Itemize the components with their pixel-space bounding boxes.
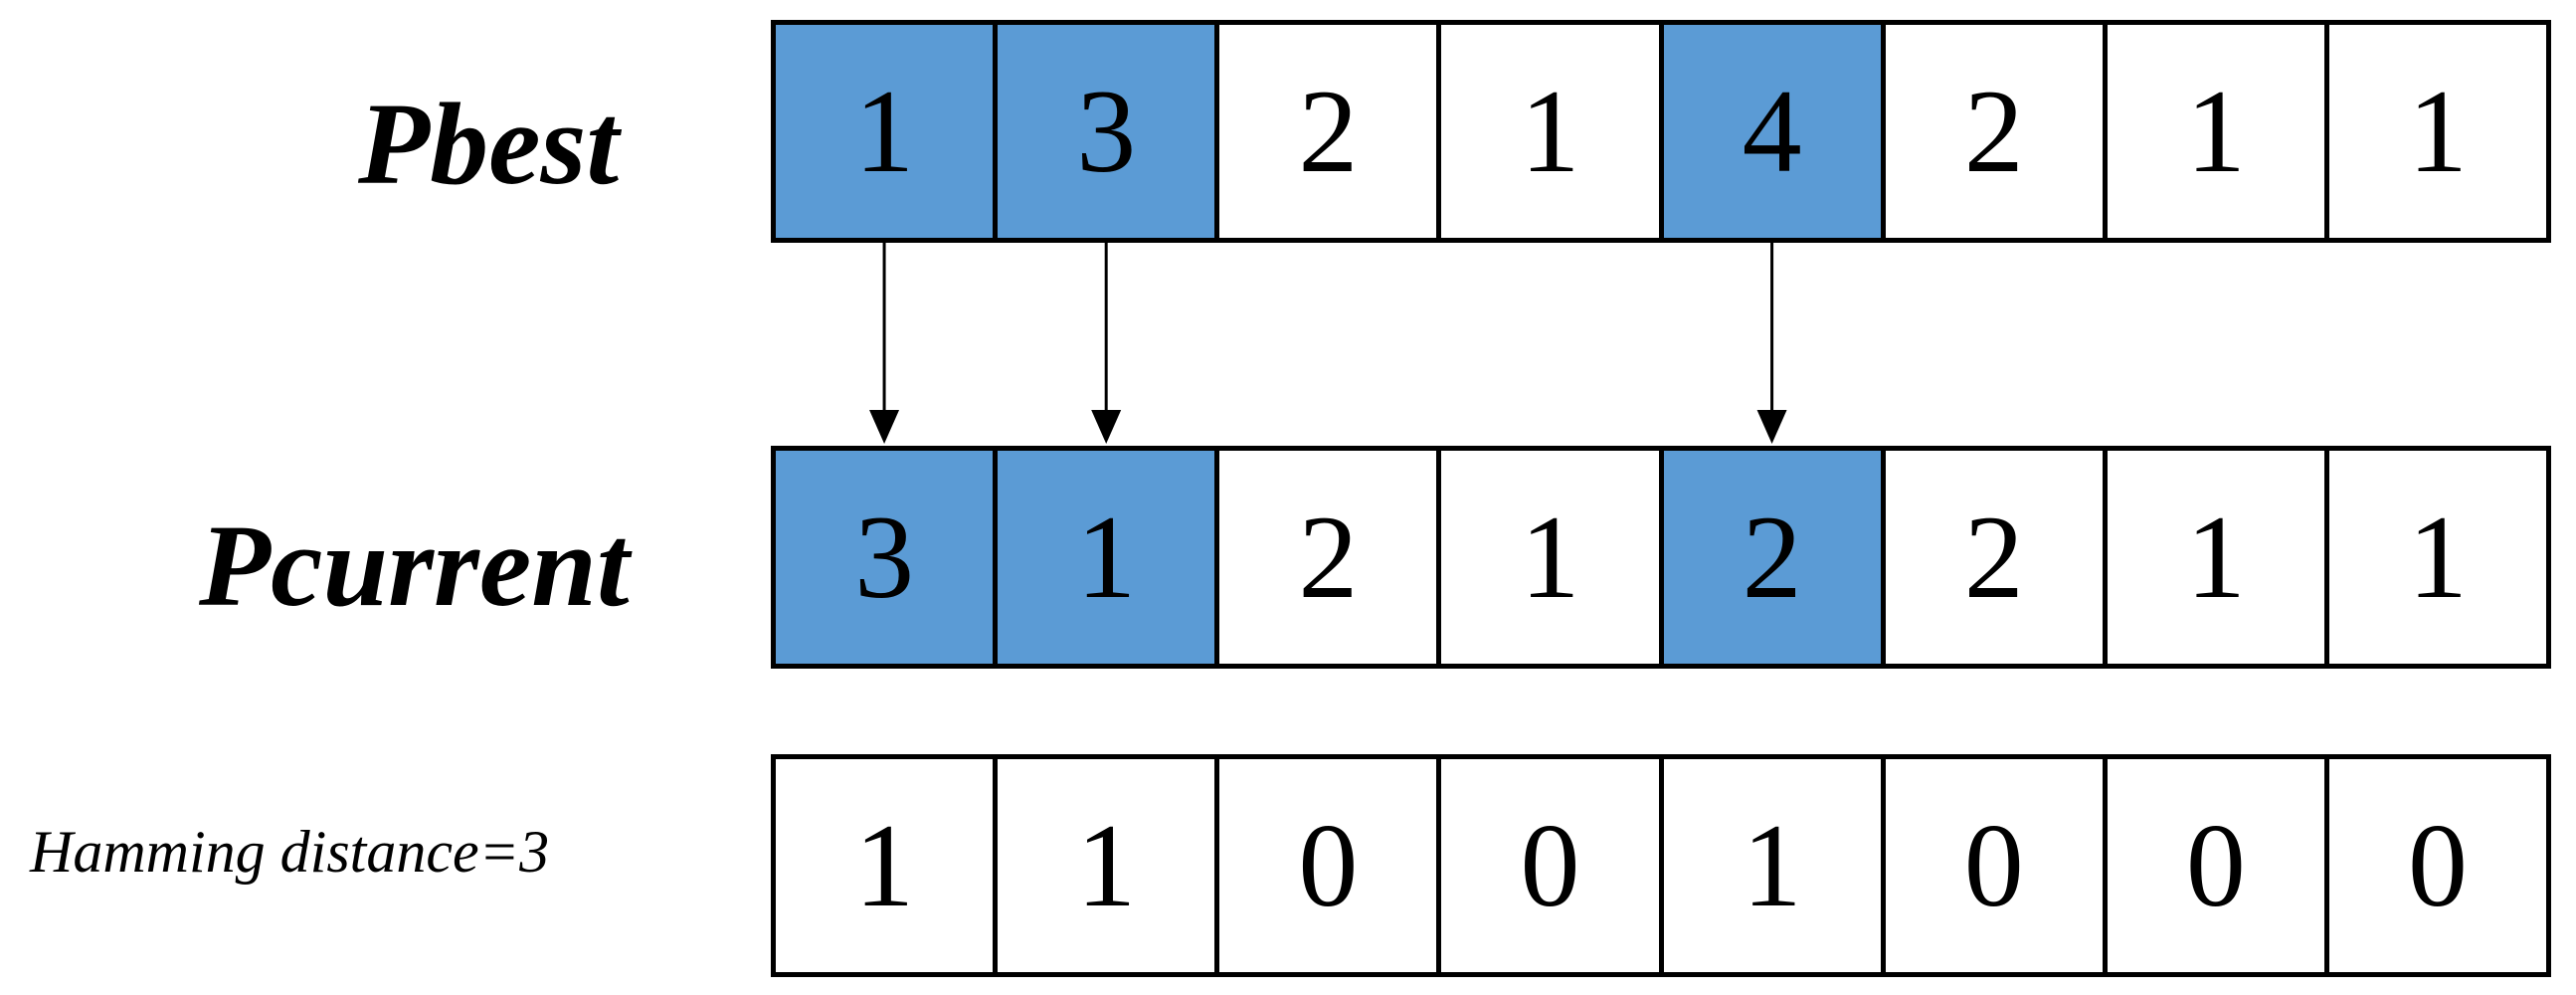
pbest-row: 1 3 2 1 4 2 1 1 — [771, 20, 2551, 243]
hamming-cell-2: 1 — [993, 754, 1220, 977]
hamming-cell-7: 0 — [2102, 754, 2329, 977]
pcurrent-label: Pcurrent — [199, 500, 630, 631]
hamming-cell-6: 0 — [1880, 754, 2108, 977]
pcurrent-cell-5: 2 — [1658, 446, 1886, 669]
pbest-cell-7: 1 — [2102, 20, 2329, 243]
hamming-row: 1 1 0 0 1 0 0 0 — [771, 754, 2551, 977]
pcurrent-cell-8: 1 — [2323, 446, 2551, 669]
pcurrent-cell-3: 2 — [1214, 446, 1442, 669]
hamming-cell-1: 1 — [771, 754, 999, 977]
hamming-cell-8: 0 — [2323, 754, 2551, 977]
hamming-cell-3: 0 — [1214, 754, 1442, 977]
arrowhead-icon-1 — [869, 410, 900, 444]
pbest-cell-6: 2 — [1880, 20, 2108, 243]
arrowhead-icon-2 — [1091, 410, 1122, 444]
pbest-cell-4: 1 — [1436, 20, 1664, 243]
pcurrent-cell-6: 2 — [1880, 446, 2108, 669]
hamming-cell-4: 0 — [1436, 754, 1664, 977]
pcurrent-cell-1: 3 — [771, 446, 999, 669]
pbest-cell-3: 2 — [1214, 20, 1442, 243]
pcurrent-cell-2: 1 — [993, 446, 1220, 669]
pbest-label: Pbest — [358, 79, 620, 209]
pcurrent-cell-7: 1 — [2102, 446, 2329, 669]
pbest-cell-2: 3 — [993, 20, 1220, 243]
pbest-cell-1: 1 — [771, 20, 999, 243]
arrowhead-icon-5 — [1756, 410, 1787, 444]
pcurrent-row: 3 1 2 1 2 2 1 1 — [771, 446, 2551, 669]
pbest-cell-8: 1 — [2323, 20, 2551, 243]
pbest-cell-5: 4 — [1658, 20, 1886, 243]
pcurrent-cell-4: 1 — [1436, 446, 1664, 669]
hamming-cell-5: 1 — [1658, 754, 1886, 977]
hamming-distance-label: Hamming distance=3 — [30, 819, 550, 885]
